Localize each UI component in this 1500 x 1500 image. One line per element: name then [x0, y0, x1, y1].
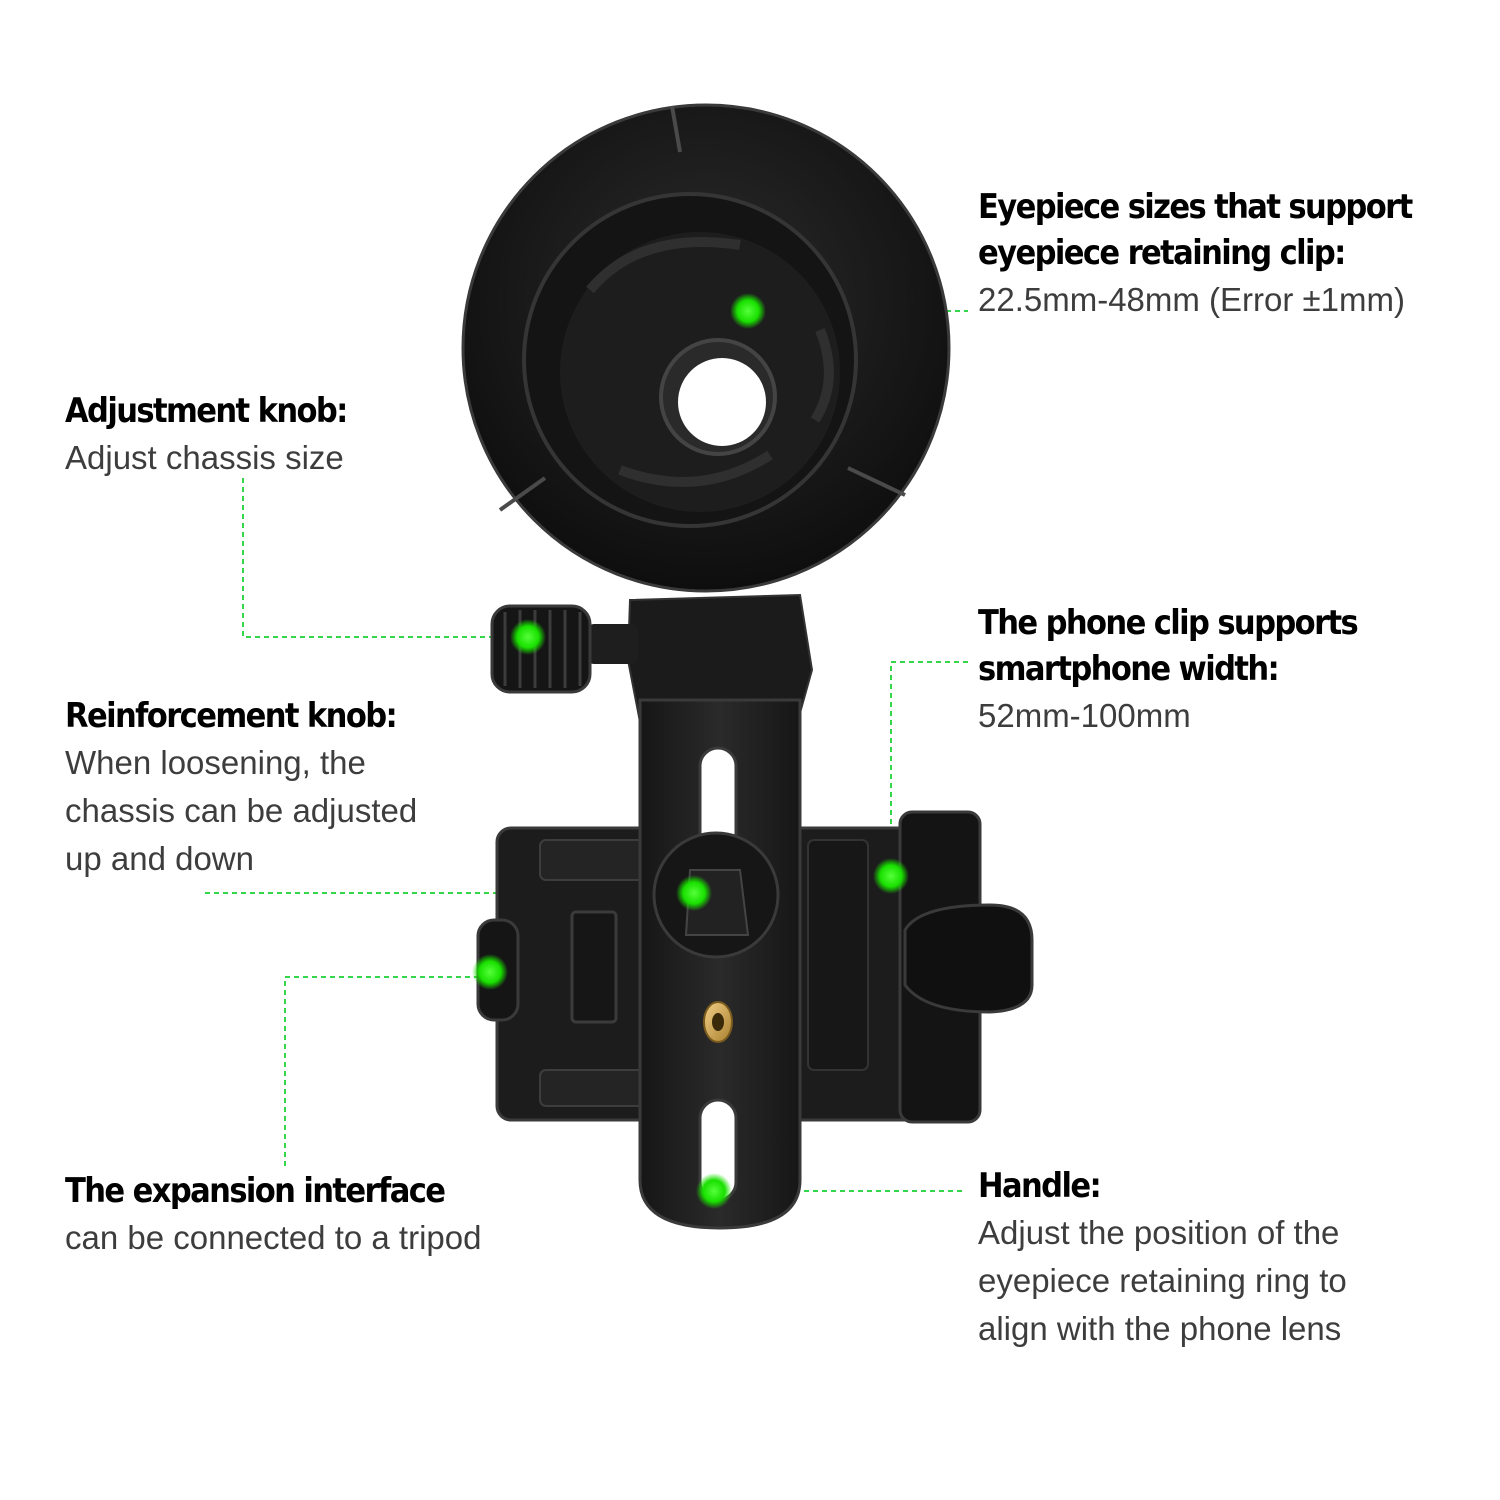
callout-reinforcement-desc-2: chassis can be adjusted — [65, 792, 418, 829]
callout-phone-clip: The phone clip supports smartphone width… — [978, 600, 1399, 740]
callout-handle-desc-2: eyepiece retaining ring to — [978, 1262, 1347, 1299]
marker-eyepiece — [730, 293, 766, 329]
callout-handle-desc-3: align with the phone lens — [978, 1310, 1342, 1347]
callout-expansion-desc: can be connected to a tripod — [65, 1219, 482, 1256]
markers — [472, 293, 909, 1209]
callout-handle-desc-1: Adjust the position of the — [978, 1214, 1340, 1251]
marker-reinforcement — [676, 875, 712, 911]
callout-reinforcement-desc-3: up and down — [65, 840, 254, 877]
leader-adjustment — [242, 478, 528, 638]
handle-plate — [638, 698, 802, 1230]
callout-reinforcement-desc-1: When loosening, the — [65, 744, 366, 781]
callout-expansion-title: The expansion interface — [65, 1171, 446, 1211]
callout-phoneclip-title-1: The phone clip supports — [978, 603, 1359, 643]
marker-phoneclip — [873, 858, 909, 894]
callout-phoneclip-title-2: smartphone width: — [978, 649, 1280, 689]
callout-adjustment-knob: Adjustment knob: Adjust chassis size — [65, 388, 378, 482]
knob-icon — [490, 604, 638, 694]
callout-adjustment-title: Adjustment knob: — [65, 391, 348, 431]
callout-handle: Handle: Adjust the position of the eyepi… — [978, 1163, 1347, 1353]
callout-reinforcement-knob: Reinforcement knob: When loosening, the … — [65, 693, 433, 883]
callout-adjustment-desc: Adjust chassis size — [65, 439, 344, 476]
callout-eyepiece-title-2: eyepiece retaining clip: — [978, 233, 1346, 273]
marker-expansion — [472, 954, 508, 990]
callout-eyepiece: Eyepiece sizes that support eyepiece ret… — [978, 184, 1460, 324]
tripod-screw-icon — [703, 1001, 733, 1043]
leader-phoneclip — [890, 661, 968, 876]
callout-eyepiece-desc-1: 22.5mm-48mm (Error ±1mm) — [978, 281, 1405, 318]
callout-phoneclip-desc: 52mm-100mm — [978, 697, 1191, 734]
callout-eyepiece-title-1: Eyepiece sizes that support — [978, 187, 1413, 227]
marker-adjustment — [510, 619, 546, 655]
callout-expansion-interface: The expansion interface can be connected… — [65, 1168, 487, 1262]
marker-handle — [696, 1173, 732, 1209]
eyepiece-ring-icon — [461, 103, 951, 593]
callout-handle-title: Handle: — [978, 1166, 1102, 1206]
leader-expansion — [284, 976, 490, 1166]
callout-reinforcement-title: Reinforcement knob: — [65, 696, 398, 736]
